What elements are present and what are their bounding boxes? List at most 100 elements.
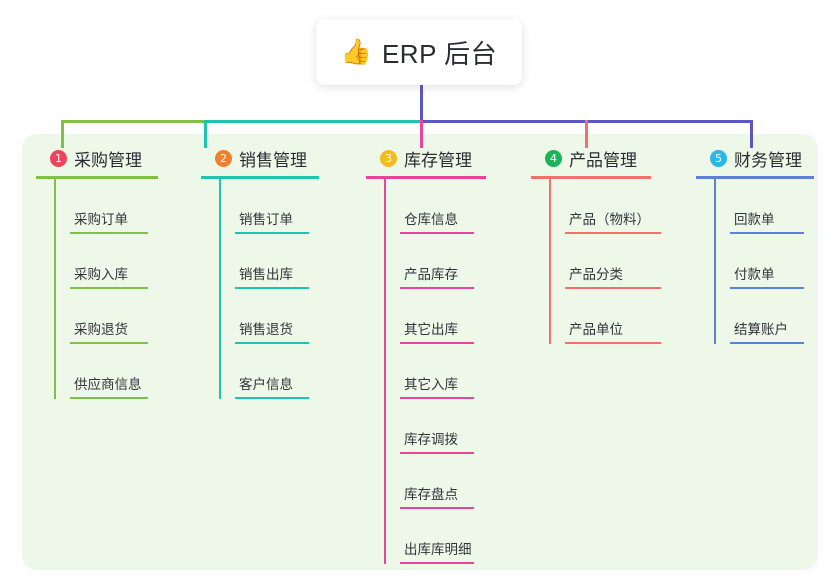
- drop-sales: [204, 120, 207, 148]
- branch-item[interactable]: 库存盘点: [400, 454, 526, 509]
- drop-finance: [750, 120, 753, 148]
- branch-item[interactable]: 销售退货: [235, 289, 351, 344]
- branch-item[interactable]: 出库库明细: [400, 509, 526, 564]
- branch-item-label: 其它入库: [404, 377, 458, 392]
- branch-item[interactable]: 销售订单: [235, 179, 351, 234]
- branch-item-underline: [70, 397, 148, 399]
- branch-header-3[interactable]: 3 库存管理: [366, 146, 526, 170]
- branch-item-label: 销售出库: [239, 267, 293, 282]
- branch-item[interactable]: 客户信息: [235, 344, 351, 399]
- drop-product: [585, 120, 588, 148]
- branch-item-label: 付款单: [734, 267, 775, 282]
- branch-item[interactable]: 供应商信息: [70, 344, 186, 399]
- branch-spine: [549, 179, 551, 344]
- branch-items: 产品（物料） 产品分类产品单位: [549, 179, 691, 344]
- branch-item[interactable]: 其它出库: [400, 289, 526, 344]
- root-stem-connector: [420, 85, 423, 121]
- branch-header-4[interactable]: 4 产品管理: [531, 146, 691, 170]
- branch-column-4: 4 产品管理产品（物料） 产品分类产品单位: [531, 146, 691, 344]
- branch-item-underline: [70, 342, 148, 344]
- branch-items: 回款单付款单结算账户: [714, 179, 839, 344]
- branch-item-label: 客户信息: [239, 377, 293, 392]
- root-node-label: ERP 后台: [381, 38, 498, 69]
- branch-item-underline: [565, 232, 661, 234]
- branch-underline: [531, 176, 651, 179]
- branch-item[interactable]: 仓库信息: [400, 179, 526, 234]
- branch-item-underline: [400, 452, 474, 454]
- branch-item-underline: [565, 287, 661, 289]
- branches-panel: [22, 134, 818, 570]
- branch-spine: [219, 179, 221, 399]
- branch-number-badge: 1: [50, 149, 67, 167]
- branch-items: 仓库信息产品库存其它出库其它入库库存调拨库存盘点出库库明细: [384, 179, 526, 564]
- branch-underline: [201, 176, 319, 179]
- branch-item-underline: [235, 342, 309, 344]
- branch-item[interactable]: 产品库存: [400, 234, 526, 289]
- branch-label: 采购管理: [74, 150, 142, 170]
- thumbs-up-icon: 👍: [340, 37, 372, 66]
- branch-item-label: 采购退货: [74, 322, 128, 337]
- branch-item-underline: [400, 562, 474, 564]
- branch-item-label: 出库库明细: [404, 542, 472, 557]
- branch-item-underline: [70, 232, 148, 234]
- branch-underline: [696, 176, 814, 179]
- branch-column-1: 1 采购管理采购订单采购入库采购退货供应商信息: [36, 146, 186, 399]
- branch-item-label: 产品库存: [404, 267, 458, 282]
- drop-inventory: [420, 120, 423, 148]
- branch-item-label: 产品分类: [569, 267, 623, 282]
- root-node[interactable]: 👍 ERP 后台: [316, 19, 522, 85]
- branch-header-1[interactable]: 1 采购管理: [36, 146, 186, 170]
- branch-item-underline: [400, 287, 474, 289]
- branch-item[interactable]: 采购退货: [70, 289, 186, 344]
- branch-spine: [714, 179, 716, 344]
- branch-column-3: 3 库存管理仓库信息产品库存其它出库其它入库库存调拨库存盘点出库库明细: [366, 146, 526, 564]
- branch-label: 产品管理: [569, 150, 637, 170]
- branch-item-label: 结算账户: [734, 322, 788, 337]
- branch-item-underline: [730, 287, 804, 289]
- branch-item[interactable]: 结算账户: [730, 289, 839, 344]
- branch-item-underline: [730, 342, 804, 344]
- branch-item-underline: [235, 232, 309, 234]
- branch-item-underline: [400, 507, 474, 509]
- branch-spine: [54, 179, 56, 399]
- branch-item[interactable]: 库存调拨: [400, 399, 526, 454]
- branch-items: 销售订单销售出库销售退货客户信息: [219, 179, 351, 399]
- branch-item[interactable]: 采购入库: [70, 234, 186, 289]
- branch-item-label: 采购订单: [74, 212, 128, 227]
- branch-item-underline: [565, 342, 661, 344]
- branch-item[interactable]: 采购订单: [70, 179, 186, 234]
- branch-header-5[interactable]: 5 财务管理: [696, 146, 839, 170]
- branch-item-underline: [400, 232, 474, 234]
- branch-item[interactable]: 付款单: [730, 234, 839, 289]
- branch-number-badge: 3: [380, 149, 397, 167]
- branch-item[interactable]: 产品（物料）: [565, 179, 691, 234]
- branch-item-underline: [400, 342, 474, 344]
- branch-item[interactable]: 产品分类: [565, 234, 691, 289]
- branch-item[interactable]: 销售出库: [235, 234, 351, 289]
- branch-label: 财务管理: [734, 150, 802, 170]
- branch-label: 销售管理: [239, 150, 307, 170]
- branch-spine: [384, 179, 386, 564]
- branch-item-label: 产品（物料）: [569, 212, 650, 227]
- branch-number-badge: 4: [545, 149, 562, 167]
- branch-underline: [366, 176, 486, 179]
- branch-item-label: 库存盘点: [404, 487, 458, 502]
- branch-item[interactable]: 其它入库: [400, 344, 526, 399]
- teal-segment: [204, 120, 422, 123]
- branch-number-badge: 5: [710, 149, 727, 167]
- branch-item-underline: [400, 397, 474, 399]
- branch-item-label: 库存调拨: [404, 432, 458, 447]
- branch-item-label: 其它出库: [404, 322, 458, 337]
- green-segment: [61, 120, 206, 123]
- branch-item[interactable]: 回款单: [730, 179, 839, 234]
- branch-item-label: 回款单: [734, 212, 775, 227]
- branch-item-underline: [70, 287, 148, 289]
- drop-purchasing: [61, 120, 64, 148]
- branch-item-label: 供应商信息: [74, 377, 142, 392]
- branch-label: 库存管理: [404, 150, 472, 170]
- branch-item[interactable]: 产品单位: [565, 289, 691, 344]
- branch-item-label: 仓库信息: [404, 212, 458, 227]
